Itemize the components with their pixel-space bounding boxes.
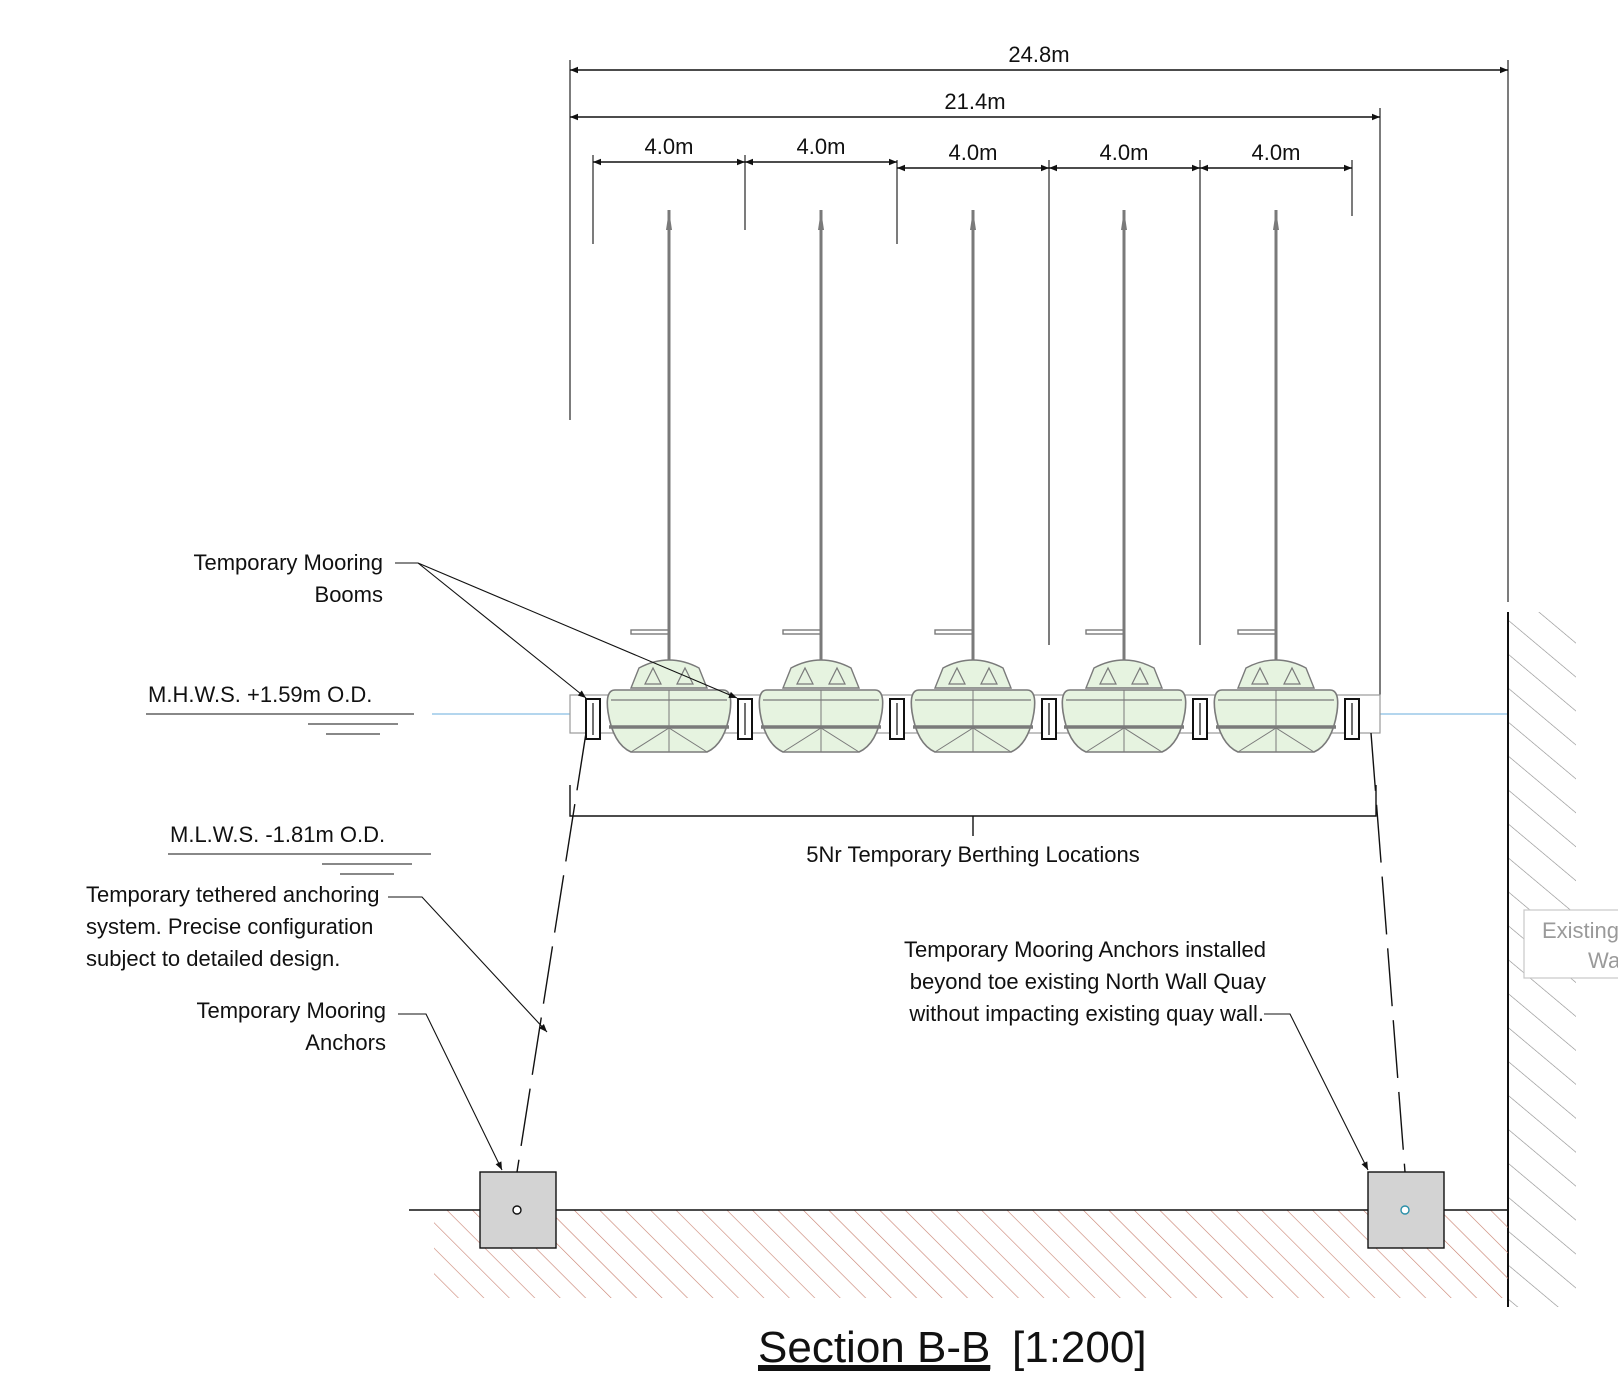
mast-tip (970, 210, 976, 230)
mooring-boom-1 (585, 698, 601, 740)
quay-label: Existing Wa (1523, 909, 1618, 979)
anchors-right-callout: Temporary Mooring Anchors installed beyo… (904, 937, 1369, 1171)
spar (1085, 629, 1125, 635)
dimension-bay-3-label: 4.0m (949, 140, 998, 165)
tether-label-line-3: subject to detailed design. (86, 946, 340, 971)
mast-tip (666, 210, 672, 230)
seabed (409, 1209, 1508, 1298)
boat-5 (1213, 210, 1339, 753)
cabin-window (676, 666, 694, 685)
spar (782, 629, 822, 635)
mooring-boom-6 (1344, 698, 1360, 740)
boat-2 (758, 210, 884, 753)
mhws-label: M.H.W.S. +1.59m O.D. (148, 682, 372, 707)
keel-line (1237, 727, 1315, 753)
anchors-right-label-line-1: Temporary Mooring Anchors installed (904, 937, 1266, 962)
dimension-bay-1-label: 4.0m (645, 134, 694, 159)
keel-line (782, 727, 860, 753)
mlws-level: M.L.W.S. -1.81m O.D. (168, 822, 431, 875)
tether-label-line-1: Temporary tethered anchoring (86, 882, 380, 907)
cabin (629, 659, 709, 689)
booms-label-line-1: Temporary Mooring (193, 550, 383, 575)
boat-3 (910, 210, 1036, 753)
boats (606, 210, 1339, 753)
keel-line (1085, 727, 1163, 753)
dimension-bay-4-label: 4.0m (1100, 140, 1149, 165)
booms-label-line-2: Booms (315, 582, 383, 607)
dimension-overall-label: 24.8m (1008, 42, 1069, 67)
mhws-level: M.H.W.S. +1.59m O.D. (146, 682, 414, 735)
anchors-left-label-line-1: Temporary Mooring (196, 998, 386, 1023)
cabin (1236, 659, 1316, 689)
cabin-window (1131, 666, 1149, 685)
mooring-boom-2 (737, 698, 753, 740)
cabin-window (644, 666, 662, 685)
cabin-window (1099, 666, 1117, 685)
spar (934, 629, 974, 635)
dimension-bay-5-label: 4.0m (1252, 140, 1301, 165)
anchors-left-callout: Temporary Mooring Anchors (196, 998, 503, 1171)
cabin (933, 659, 1013, 689)
quay-label-line-1: Existing (1542, 918, 1618, 943)
dimension-pontoon-label: 21.4m (944, 89, 1005, 114)
berthing-bracket: 5Nr Temporary Berthing Locations (569, 785, 1377, 867)
cabin-window (1283, 666, 1301, 685)
spar (630, 629, 670, 635)
mooring-boom-3 (889, 698, 905, 740)
mast-tip (1121, 210, 1127, 230)
spar (1237, 629, 1277, 635)
cabin-window (948, 666, 966, 685)
berthing-label: 5Nr Temporary Berthing Locations (806, 842, 1139, 867)
mlws-label: M.L.W.S. -1.81m O.D. (170, 822, 385, 847)
anchors-left-label-line-2: Anchors (305, 1030, 386, 1055)
cabin (781, 659, 861, 689)
keel-line (630, 727, 708, 753)
mast-tip (1273, 210, 1279, 230)
keel-line (934, 727, 1012, 753)
mooring-booms (585, 698, 1360, 740)
cabin-window (828, 666, 846, 685)
anchor-left (479, 1171, 557, 1249)
section-title-scale: [1:200] (1012, 1323, 1147, 1372)
section-title: Section B-B [1:200] (758, 1323, 1147, 1372)
tether-label-line-2: system. Precise configuration (86, 914, 373, 939)
mast-tip (818, 210, 824, 230)
section-title-name: Section B-B (758, 1323, 990, 1372)
anchors-right-label-line-3: without impacting existing quay wall. (908, 1001, 1264, 1026)
cabin-window (1251, 666, 1269, 685)
anchor-right (1367, 1171, 1445, 1249)
mooring-boom-4 (1041, 698, 1057, 740)
mooring-boom-5 (1192, 698, 1208, 740)
boat-4 (1061, 210, 1187, 753)
tether-callout: Temporary tethered anchoring system. Pre… (86, 882, 548, 1033)
dimension-pontoon: 21.4m (570, 89, 1381, 695)
dimension-bays: 4.0m 4.0m 4.0m 4.0m 4.0m (592, 134, 1353, 645)
quay-label-line-2: Wa (1588, 948, 1618, 973)
anchors-right-label-line-2: beyond toe existing North Wall Quay (910, 969, 1266, 994)
boat-1 (606, 210, 732, 753)
booms-callout: Temporary Mooring Booms (193, 550, 738, 699)
dimension-overall: 24.8m (569, 42, 1509, 602)
dimension-bay-2-label: 4.0m (797, 134, 846, 159)
cabin-window (796, 666, 814, 685)
cabin-window (980, 666, 998, 685)
cabin (1084, 659, 1164, 689)
